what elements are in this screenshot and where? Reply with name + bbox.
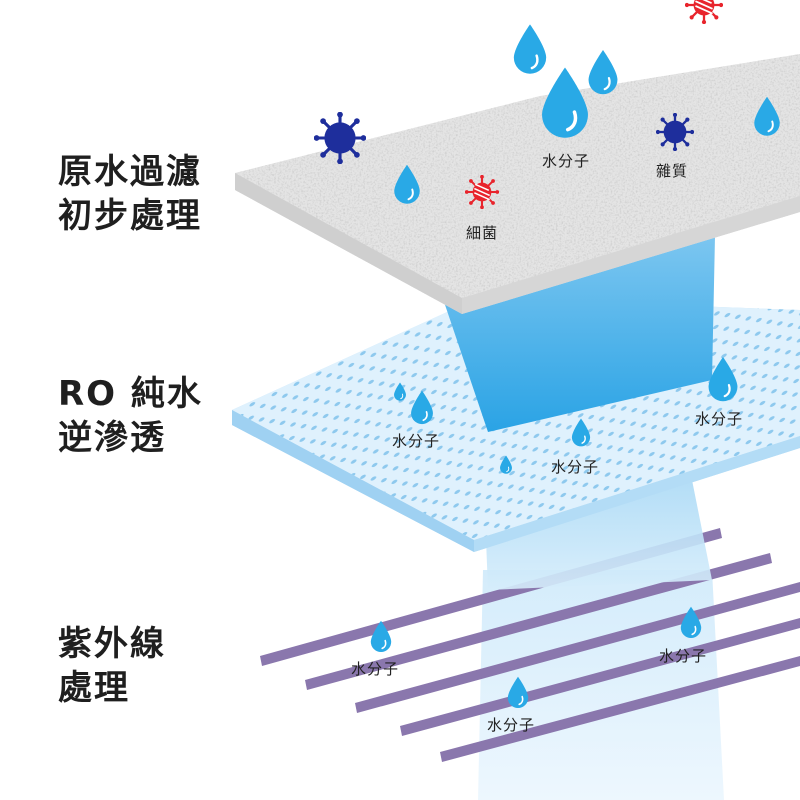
stage-label-ro: RO 純水 逆滲透 (58, 372, 203, 460)
water-molecule-label: 水分子 (551, 458, 600, 476)
stage-label-uv: 紫外線 處理 (58, 622, 166, 710)
impurity-icon (314, 112, 366, 164)
water-drop-icon (540, 66, 590, 140)
stage-label-filtration: 原水過濾 初步處理 (58, 150, 202, 238)
water-molecule-label: 水分子 (351, 660, 400, 678)
stage-label-line: 處理 (58, 668, 130, 708)
water-molecule-label: 水分子 (487, 716, 536, 734)
stage-label-line: 紫外線 (58, 624, 166, 664)
impurity-label: 雜質 (656, 162, 689, 180)
stage-label-line: 原水過濾 (58, 152, 202, 192)
water-molecule-label: 水分子 (392, 432, 441, 450)
bacteria-icon (465, 175, 499, 209)
water-molecule-label: 水分子 (542, 152, 591, 170)
water-molecule-label: 水分子 (659, 647, 708, 665)
stage-label-line: 逆滲透 (58, 418, 166, 458)
filter-slab (235, 54, 800, 314)
stage-label-line: RO 純水 (58, 374, 203, 414)
water-molecule-label: 水分子 (695, 410, 744, 428)
bacteria-icon (685, 0, 723, 24)
stage-label-line: 初步處理 (58, 196, 202, 236)
water-drop-icon (587, 49, 619, 96)
impurity-icon (656, 113, 694, 151)
water-drop-icon (512, 23, 548, 75)
bacteria-label: 細菌 (466, 224, 499, 242)
